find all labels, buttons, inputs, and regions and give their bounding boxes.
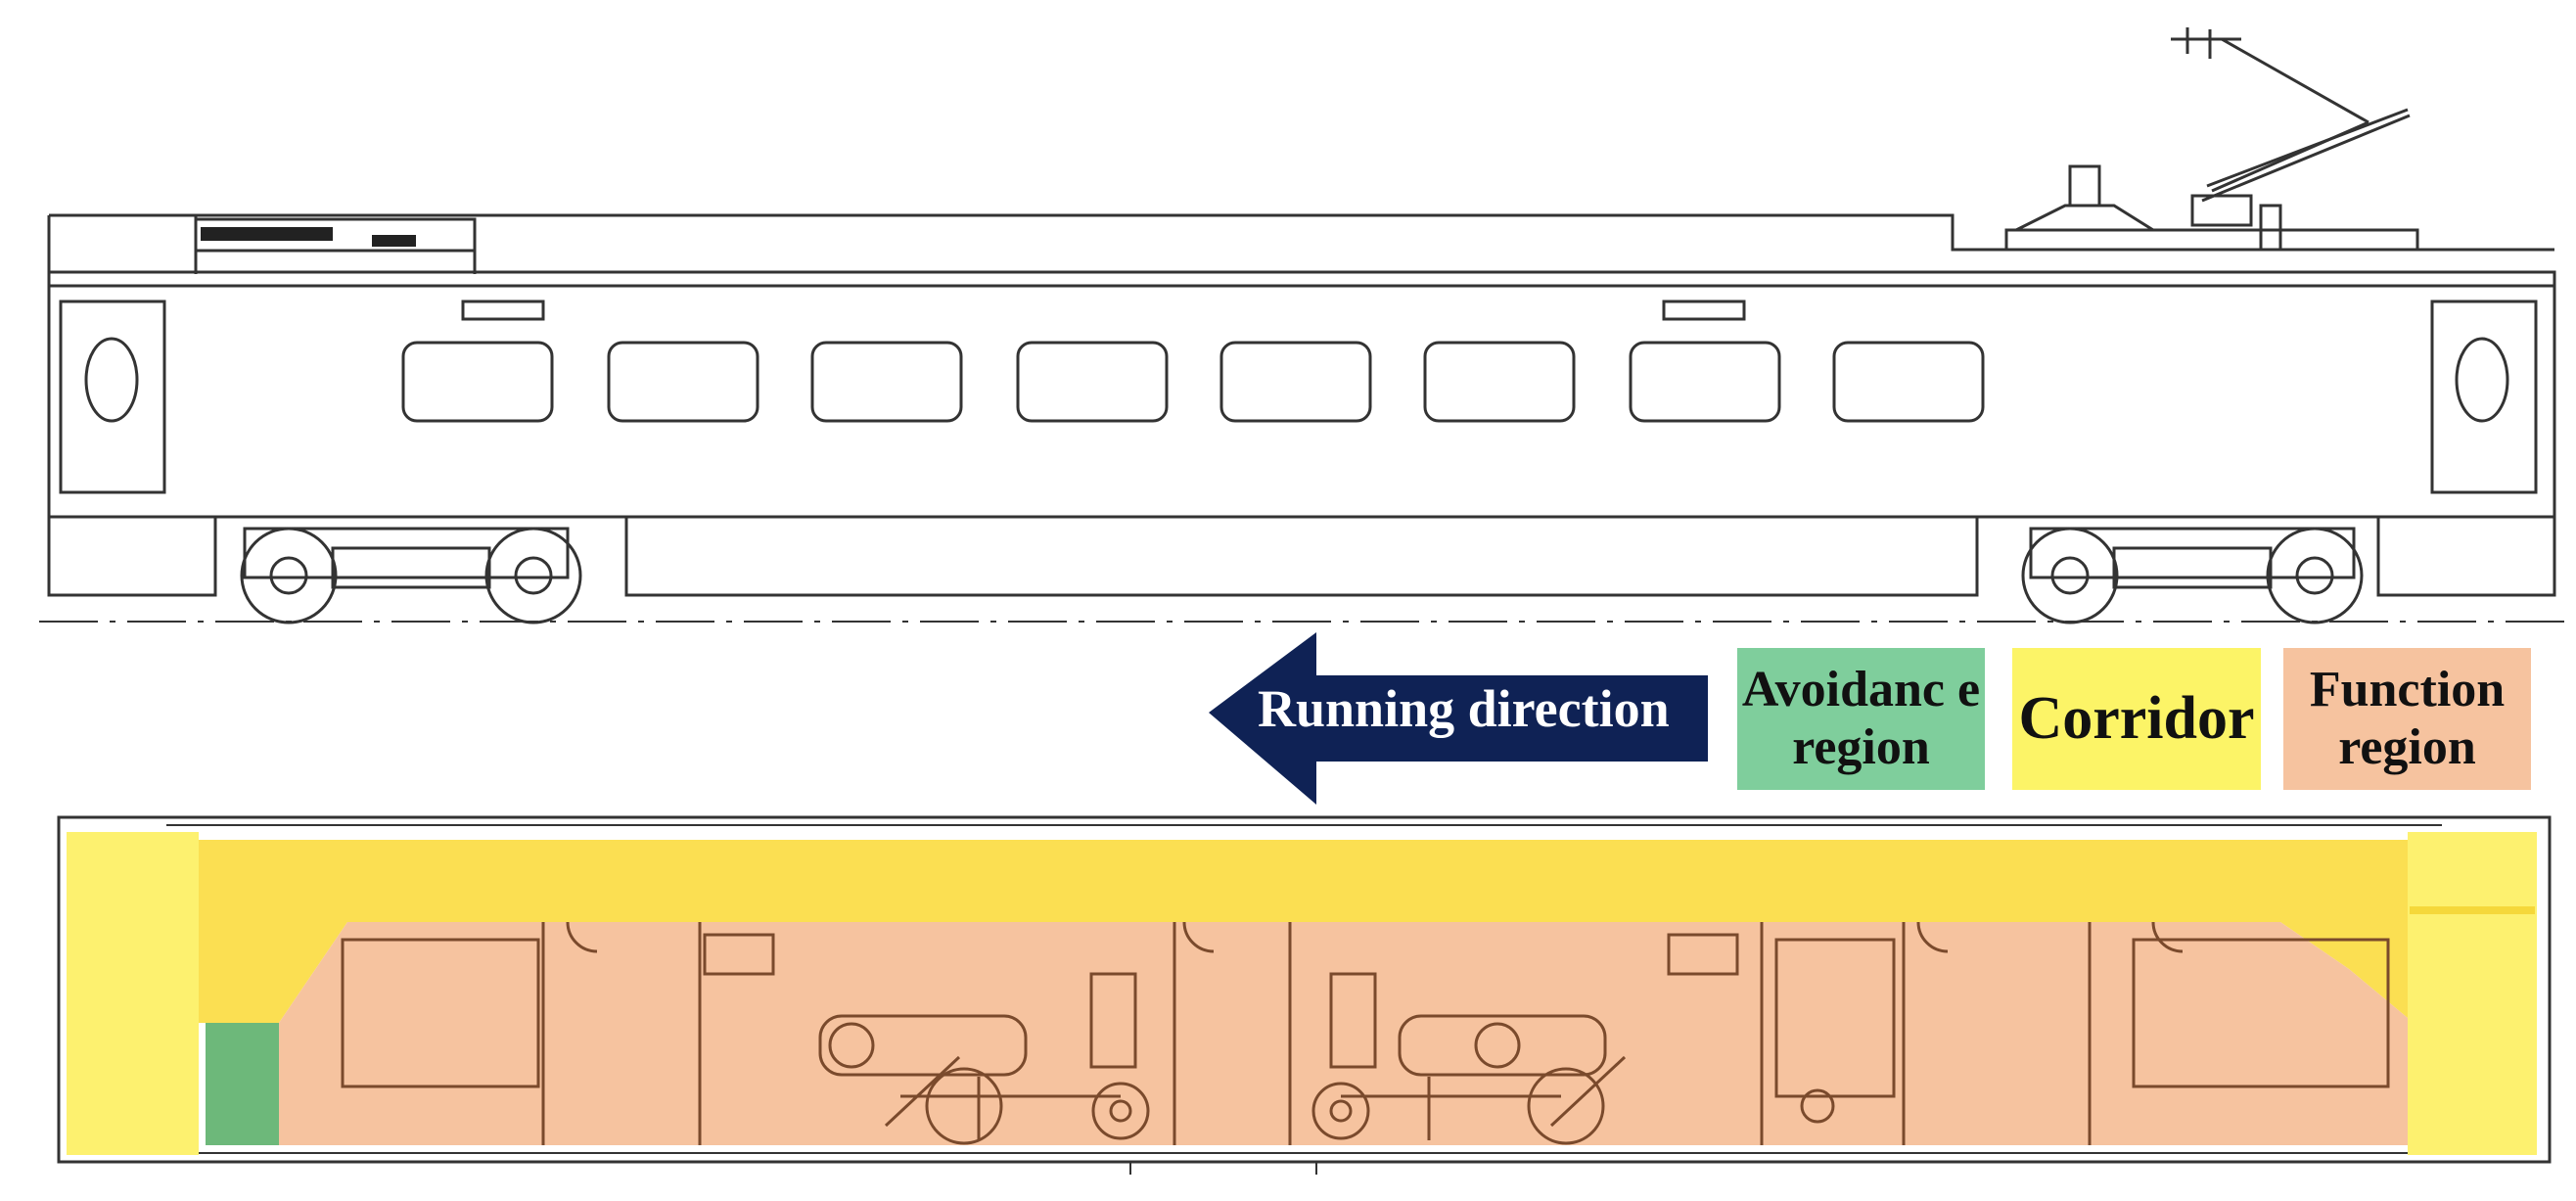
bogie-rear [2021,527,2364,624]
train-side-view [39,27,2564,624]
compartment-walls [341,921,2390,1145]
avoidance-region [206,1023,279,1145]
bogie-outline-front [818,1014,1150,1145]
legend-label-function: Function region [2309,662,2506,775]
legend-label-corridor: Corridor [2018,684,2255,752]
legend-swatch-corridor [2012,648,2261,790]
toilet-fixture [1800,1088,1835,1124]
end-door-markers [58,940,2551,1175]
vestibule-rear [2408,832,2537,1155]
legend-swatch-avoidance [1737,648,1985,790]
running-direction-label: Running direction [1258,679,1670,738]
corridor-region [199,840,2408,1023]
pantograph [2004,27,2419,252]
legend-swatch-function [2283,648,2531,790]
function-region [279,922,2408,1145]
vestibule-front [67,832,199,1155]
legend-label-avoidance: Avoidanc e region [1741,662,1981,775]
bogie-front [240,527,582,624]
floor-plan [57,815,2552,1175]
running-direction-arrow [1209,632,1708,805]
bogie-outline-rear [1311,1014,1627,1145]
